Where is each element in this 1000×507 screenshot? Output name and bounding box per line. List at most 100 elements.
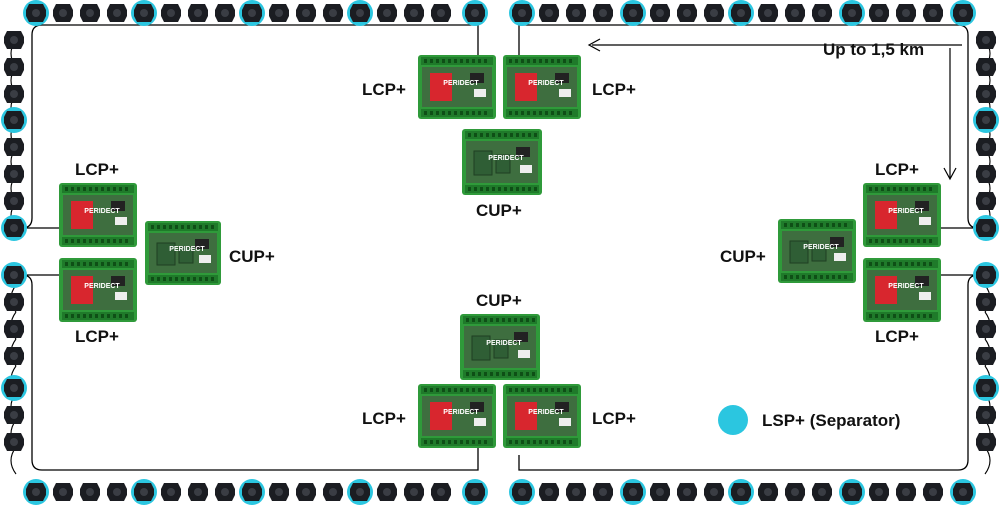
terminal-pin: [89, 314, 92, 318]
node-top-21: [620, 0, 646, 26]
terminal-pin: [460, 440, 463, 444]
node-bottom-23: [677, 483, 697, 501]
terminal-pin: [551, 59, 554, 63]
node-lens: [629, 9, 637, 17]
node-bottom-28: [812, 483, 832, 501]
node-left-1: [4, 58, 24, 76]
terminal-pin: [545, 388, 548, 392]
node-lens: [437, 488, 445, 496]
terminal-pin: [521, 440, 524, 444]
node-top-14: [404, 4, 424, 22]
chip: [195, 239, 209, 249]
node-lens: [248, 9, 256, 17]
distance-label: Up to 1,5 km: [823, 40, 924, 59]
node-lens: [656, 9, 664, 17]
capacitor-block: [156, 242, 176, 266]
capacitor-block: [471, 335, 491, 361]
terminal-pin: [929, 314, 932, 318]
node-top-23: [677, 4, 697, 22]
terminal-pin: [527, 388, 530, 392]
terminal-pin: [472, 318, 475, 322]
terminal-pin: [522, 133, 525, 137]
terminal-pin: [498, 187, 501, 191]
node-lens: [683, 9, 691, 17]
terminal-pin: [125, 187, 128, 191]
terminal-pin: [468, 133, 471, 137]
node-lens: [518, 9, 526, 17]
node-lens: [140, 488, 148, 496]
terminal-pin: [77, 187, 80, 191]
terminal-pin: [887, 314, 890, 318]
terminal-pin: [539, 111, 542, 115]
terminal-pin: [181, 277, 184, 281]
terminal-pin: [466, 440, 469, 444]
node-left-9: [4, 293, 24, 311]
terminal-pin: [521, 388, 524, 392]
terminal-pin: [454, 440, 457, 444]
node-top-31: [896, 4, 916, 22]
label-sticker: [559, 418, 571, 426]
node-lens: [818, 488, 826, 496]
node-lens: [32, 488, 40, 496]
brand-label: PERIDECT: [443, 409, 479, 416]
node-top-32: [923, 4, 943, 22]
terminal-pin: [474, 133, 477, 137]
terminal-pin: [521, 111, 524, 115]
node-bottom-15: [431, 483, 451, 501]
terminal-pin: [563, 59, 566, 63]
brand-label: PERIDECT: [488, 155, 524, 162]
node-bottom-17: [509, 479, 535, 505]
terminal-pin: [125, 239, 128, 243]
node-top-12: [347, 0, 373, 26]
node-lens: [167, 9, 175, 17]
node-top-7: [215, 4, 235, 22]
terminal-pin: [527, 59, 530, 63]
terminal-pin: [71, 239, 74, 243]
node-lens: [737, 9, 745, 17]
node-lens: [982, 116, 990, 124]
terminal-pin: [89, 262, 92, 266]
node-lens: [471, 9, 479, 17]
terminal-pin: [563, 111, 566, 115]
terminal-pin: [492, 187, 495, 191]
node-top-16: [462, 0, 488, 26]
node-lens: [929, 9, 937, 17]
terminal-pin: [448, 59, 451, 63]
terminal-pin: [532, 318, 535, 322]
node-lens: [59, 9, 67, 17]
lcp-label-right-upper: LCP+: [875, 160, 919, 179]
terminal-pin: [95, 187, 98, 191]
terminal-pin: [430, 388, 433, 392]
node-lens: [545, 9, 553, 17]
terminal-pin: [838, 223, 841, 227]
node-top-17: [509, 0, 535, 26]
terminal-pin: [107, 314, 110, 318]
label-sticker: [520, 165, 532, 173]
terminal-pin: [509, 59, 512, 63]
terminal-pin: [472, 59, 475, 63]
label-sticker: [199, 255, 211, 263]
terminal-pin: [430, 59, 433, 63]
terminal-pin: [107, 187, 110, 191]
node-lens: [982, 271, 990, 279]
terminal-pin: [911, 262, 914, 266]
terminal-pin: [460, 111, 463, 115]
lcp-label-top-left: LCP+: [362, 80, 406, 99]
terminal-pin: [563, 388, 566, 392]
terminal-pin: [484, 318, 487, 322]
chip: [555, 73, 569, 83]
chip: [516, 147, 530, 157]
node-lens: [764, 9, 772, 17]
terminal-pin: [113, 239, 116, 243]
terminal-pin: [424, 440, 427, 444]
node-left-10: [4, 320, 24, 338]
terminal-pin: [430, 440, 433, 444]
terminal-pin: [875, 314, 878, 318]
node-lens: [572, 488, 580, 496]
node-top-8: [239, 0, 265, 26]
relay-block: [515, 73, 537, 101]
node-bottom-5: [161, 483, 181, 501]
